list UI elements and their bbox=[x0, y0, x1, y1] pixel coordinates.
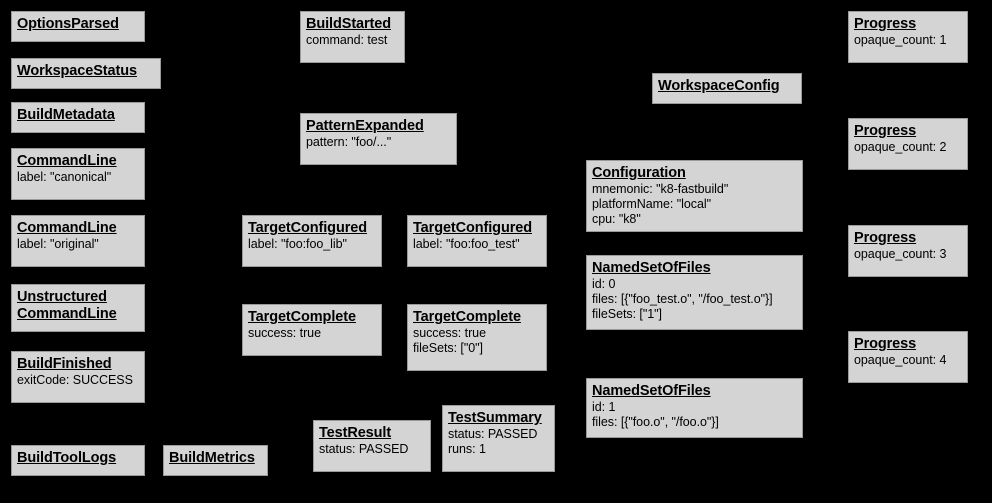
event-node-title: BuildMetrics bbox=[169, 450, 255, 466]
event-node-title: BuildStarted bbox=[306, 16, 392, 32]
event-node-title: NamedSetOfFiles bbox=[592, 383, 711, 399]
event-node-attributes: success: true bbox=[248, 326, 321, 340]
event-node-attributes: command: test bbox=[306, 33, 388, 47]
event-node-attributes: opaque_count: 1 bbox=[854, 33, 947, 47]
event-node-title: NamedSetOfFiles bbox=[592, 260, 711, 276]
event-node-attributes: mnemonic: "k8-fastbuild" platformName: "… bbox=[592, 182, 729, 226]
event-node-attributes: id: 1 files: [{"foo.o", "/foo.o"}] bbox=[592, 400, 719, 429]
event-node-title: Unstructured CommandLine bbox=[17, 289, 117, 322]
event-node-attributes: label: "foo:foo_lib" bbox=[248, 237, 347, 251]
event-node-attributes: opaque_count: 2 bbox=[854, 140, 947, 154]
event-node-attributes: label: "original" bbox=[17, 237, 99, 251]
event-node-unstructured-command-line[interactable]: Unstructured CommandLine bbox=[11, 284, 145, 332]
event-node-attributes: success: true fileSets: ["0"] bbox=[413, 326, 486, 355]
event-node-title: TargetConfigured bbox=[413, 220, 532, 236]
event-node-title: WorkspaceConfig bbox=[658, 78, 780, 94]
event-node-title: TargetComplete bbox=[413, 309, 521, 325]
event-node-attributes: pattern: "foo/..." bbox=[306, 135, 392, 149]
event-node-build-metrics[interactable]: BuildMetrics bbox=[163, 445, 268, 476]
event-node-attributes: label: "canonical" bbox=[17, 170, 112, 184]
event-node-title: WorkspaceStatus bbox=[17, 63, 137, 79]
event-node-attributes: opaque_count: 3 bbox=[854, 247, 947, 261]
event-node-title: BuildToolLogs bbox=[17, 450, 117, 466]
event-node-title: BuildFinished bbox=[17, 356, 112, 372]
event-node-title: CommandLine bbox=[17, 153, 117, 169]
event-node-title: Progress bbox=[854, 230, 917, 246]
event-node-title: Progress bbox=[854, 16, 917, 32]
event-node-attributes: status: PASSED runs: 1 bbox=[448, 427, 538, 456]
event-node-attributes: status: PASSED bbox=[319, 442, 409, 456]
event-node-attributes: opaque_count: 4 bbox=[854, 353, 947, 367]
event-node-workspace-config[interactable]: WorkspaceConfig bbox=[652, 73, 802, 104]
event-node-title: TestSummary bbox=[448, 410, 542, 426]
event-node-attributes: label: "foo:foo_test" bbox=[413, 237, 520, 251]
event-node-title: TargetConfigured bbox=[248, 220, 367, 236]
event-node-title: PatternExpanded bbox=[306, 118, 424, 134]
event-node-attributes: exitCode: SUCCESS bbox=[17, 373, 133, 387]
event-node-title: Configuration bbox=[592, 165, 686, 181]
event-node-options-parsed[interactable]: OptionsParsed bbox=[11, 11, 145, 42]
event-node-build-metadata[interactable]: BuildMetadata bbox=[11, 102, 145, 133]
event-node-title: Progress bbox=[854, 336, 917, 352]
event-node-title: Progress bbox=[854, 123, 917, 139]
event-node-title: OptionsParsed bbox=[17, 16, 119, 32]
event-node-title: TestResult bbox=[319, 425, 392, 441]
event-node-title: TargetComplete bbox=[248, 309, 356, 325]
event-node-title: CommandLine bbox=[17, 220, 117, 236]
event-node-attributes: id: 0 files: [{"foo_test.o", "/foo_test.… bbox=[592, 277, 773, 321]
event-node-build-tool-logs[interactable]: BuildToolLogs bbox=[11, 445, 145, 476]
event-node-title: BuildMetadata bbox=[17, 107, 115, 123]
event-node-workspace-status[interactable]: WorkspaceStatus bbox=[11, 58, 161, 89]
